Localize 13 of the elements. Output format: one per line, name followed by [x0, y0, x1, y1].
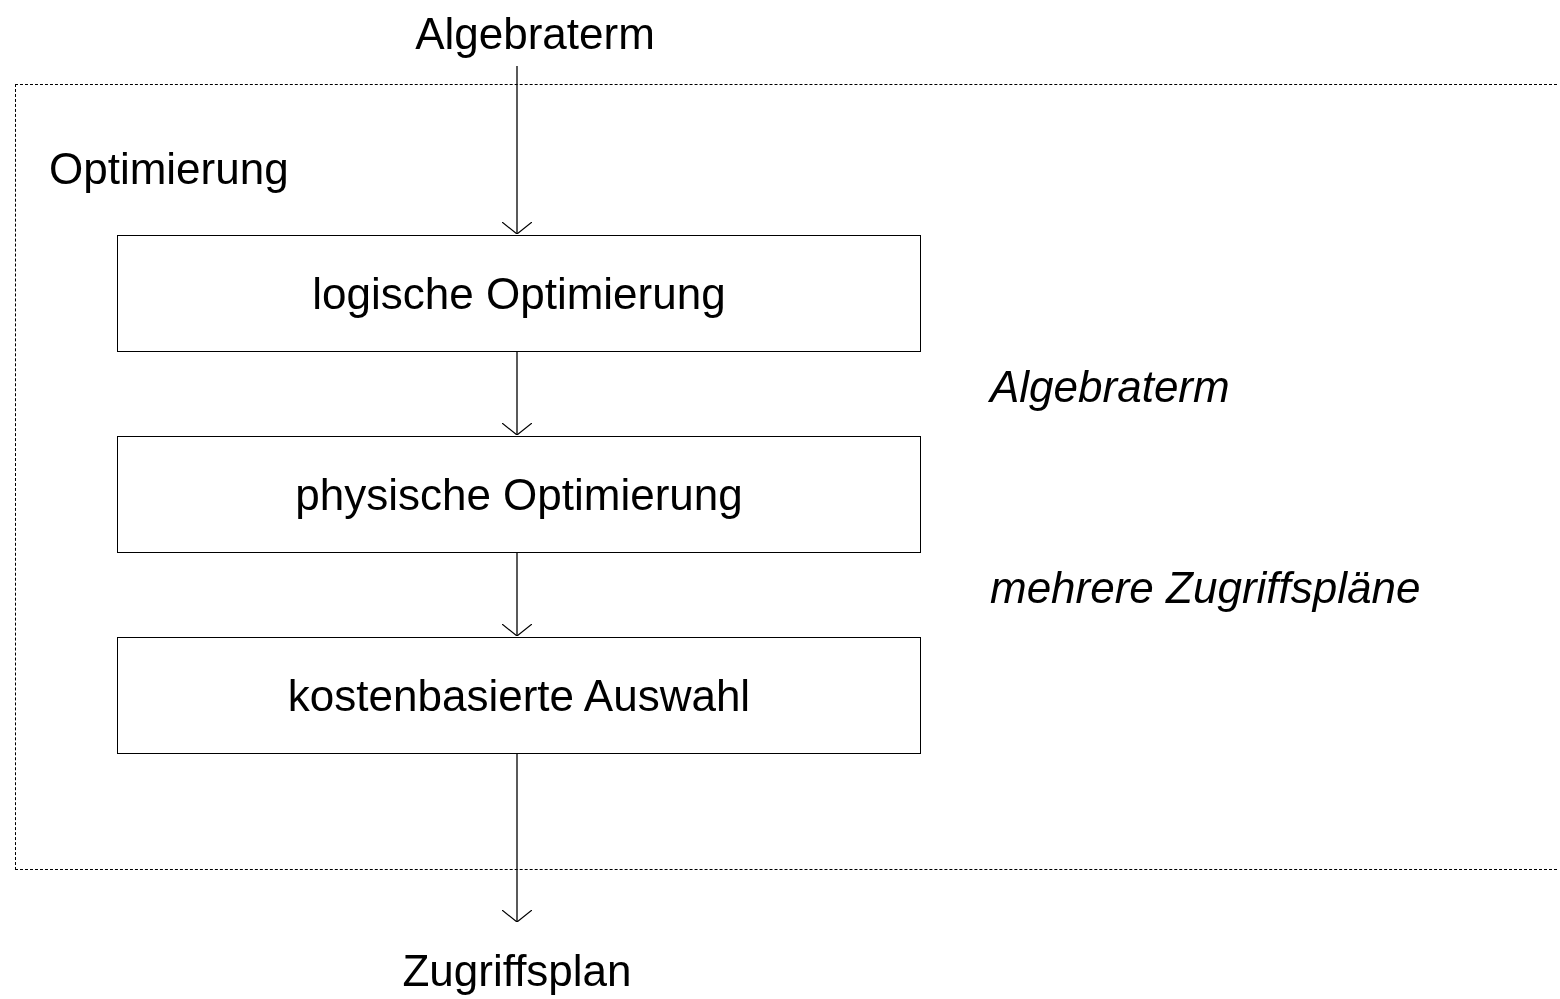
process-box: kostenbasierte Auswahl: [117, 637, 921, 754]
process-box: logische Optimierung: [117, 235, 921, 352]
arrow: [501, 65, 533, 235]
flow-text: Algebraterm: [395, 8, 675, 60]
flow-text: Zugriffsplan: [377, 946, 657, 996]
arrow: [501, 350, 533, 436]
process-box: physische Optimierung: [117, 436, 921, 553]
arrow: [501, 551, 533, 637]
flow-annotation: Algebraterm: [990, 365, 1230, 409]
group-heading: Optimierung: [49, 147, 289, 191]
dashed-group-frame: [15, 84, 1557, 870]
arrow: [501, 752, 533, 923]
flow-annotation: mehrere Zugriffspläne: [990, 566, 1421, 610]
